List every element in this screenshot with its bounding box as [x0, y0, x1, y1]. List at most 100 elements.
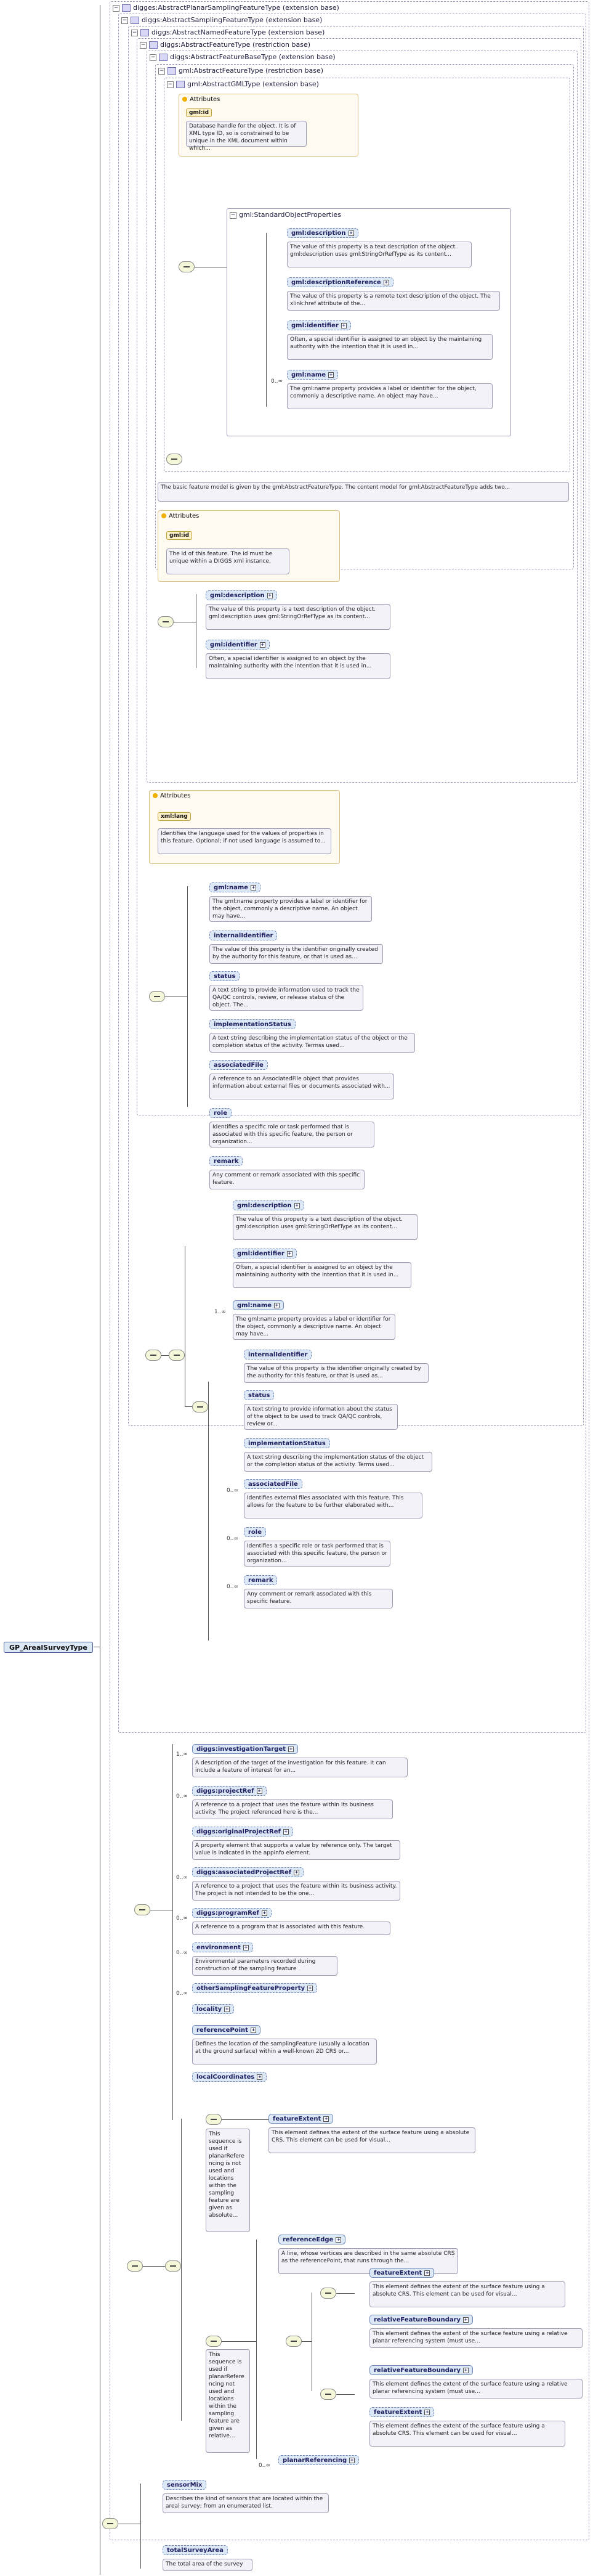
feature-extent-text: This element defines the extent of the s… — [268, 2127, 475, 2153]
container-header[interactable]: −digges:AbstractPlanarSamplingFeatureTyp… — [113, 4, 339, 12]
element-reference-point[interactable]: referencePoint+ — [192, 2025, 260, 2035]
container-header[interactable]: −gml:AbstractGMLType (extension base) — [167, 80, 319, 88]
connector — [172, 1744, 173, 2120]
attribute-icon — [161, 513, 166, 518]
group-header[interactable]: −gml:StandardObjectProperties — [230, 211, 341, 219]
attributes-header[interactable]: Attributes — [182, 96, 220, 103]
relative-sequence-text: This sequence is used if planarRefere nc… — [206, 2349, 250, 2453]
container-header[interactable]: −gml:AbstractFeatureType (restriction ba… — [158, 67, 324, 75]
root-element[interactable]: GP_ArealSurveyType — [4, 1642, 93, 1653]
relative-choice[interactable] — [286, 2336, 302, 2347]
environment-text: Environmental parameters recorded during… — [192, 1956, 337, 1976]
element-gml-description[interactable]: gml:description+ — [287, 228, 358, 238]
feature-remark-text: Any comment or remark associated with th… — [209, 1170, 365, 1189]
multiplicity: 0..∞ — [176, 1950, 188, 1956]
element-feature-base-gml-identifier[interactable]: gml:identifier+ — [206, 640, 270, 650]
connector — [185, 1406, 192, 1407]
feature-base-compositor[interactable] — [158, 616, 174, 627]
gml-description-reference-text: The value of this property is a remote t… — [287, 291, 500, 311]
gml-name-text: The gml:name property provides a label o… — [287, 383, 493, 409]
complex-type-icon — [167, 67, 176, 75]
gml-object-compositor[interactable] — [179, 261, 195, 272]
connector — [336, 2394, 355, 2395]
element-planar-referencing[interactable]: planarReferencing+ — [278, 2455, 360, 2465]
element-named-remark[interactable]: remark — [244, 1575, 278, 1585]
multiplicity: 0..∞ — [227, 1536, 238, 1542]
planar-compositor[interactable] — [127, 2260, 143, 2272]
element-gml-identifier[interactable]: gml:identifier+ — [287, 320, 351, 330]
element-feature-extent[interactable]: featureExtent+ — [268, 2114, 334, 2124]
relative-sequence[interactable] — [206, 2336, 222, 2347]
element-relative-feature-boundary-b[interactable]: relativeFeatureBoundary+ — [369, 2365, 474, 2375]
absolute-sequence[interactable] — [206, 2114, 222, 2125]
feature-gml-name-text: The gml:name property provides a label o… — [209, 896, 372, 922]
element-locality[interactable]: locality+ — [192, 2004, 235, 2014]
connector — [302, 2341, 312, 2342]
element-relative-feature-boundary-a[interactable]: relativeFeatureBoundary+ — [369, 2315, 474, 2325]
investigation-target-text: A description of the target of the inves… — [192, 1758, 408, 1777]
element-feature-role[interactable]: role — [209, 1108, 232, 1118]
element-feature-internal-identifier[interactable]: internalIdentifier — [209, 931, 278, 940]
element-gml-name[interactable]: gml:name+ — [287, 370, 339, 380]
complex-type-icon — [176, 81, 185, 88]
container-header[interactable]: −diggs:AbstractFeatureBaseType (extensio… — [150, 53, 336, 61]
container-header[interactable]: −diggs:AbstractNamedFeatureType (extensi… — [131, 28, 325, 36]
gml-feature-compositor[interactable] — [166, 454, 182, 465]
container-header[interactable]: −diggs:AbstractSamplingFeatureType (exte… — [121, 16, 323, 24]
element-feature-base-gml-description[interactable]: gml:description+ — [206, 590, 277, 600]
named-gml-name-text: The gml:name property provides a label o… — [233, 1314, 395, 1340]
attributes-header[interactable]: Attributes — [161, 513, 199, 520]
areal-survey-compositor[interactable] — [102, 2518, 118, 2529]
element-feature-implementation-status[interactable]: implementationStatus — [209, 1019, 296, 1029]
element-investigation-target[interactable]: diggs:investigationTarget+ — [192, 1744, 298, 1754]
element-named-status[interactable]: status — [244, 1390, 275, 1400]
element-associated-project-ref[interactable]: diggs:associatedProjectRef+ — [192, 1867, 304, 1877]
named-status-text: A text string to provide information abo… — [244, 1404, 398, 1430]
planar-choice[interactable] — [165, 2260, 181, 2272]
element-relative-feature-extent-b[interactable]: featureExtent+ — [369, 2407, 435, 2417]
multiplicity: 0..∞ — [227, 1488, 238, 1494]
relative-sequence-a[interactable] — [320, 2288, 336, 2299]
element-sensor-mix[interactable]: sensorMix — [163, 2480, 207, 2490]
named-feature-compositor[interactable] — [145, 1350, 161, 1361]
feature-base-gml-identifier-text: Often, a special identifier is assigned … — [206, 653, 390, 679]
element-other-sampling-feature-property[interactable]: otherSamplingFeatureProperty+ — [192, 1983, 318, 1993]
gml-id-description: Database handle for the object. It is of… — [186, 121, 307, 152]
element-feature-gml-name[interactable]: gml:name+ — [209, 882, 261, 892]
element-gml-description-reference[interactable]: gml:descriptionReference+ — [287, 277, 393, 287]
feature-base-gml-id-attribute[interactable]: gml:id — [166, 531, 193, 540]
named-internal-identifier-text: The value of this property is the identi… — [244, 1363, 429, 1383]
complex-type-icon — [131, 17, 139, 24]
element-feature-remark[interactable]: remark — [209, 1156, 243, 1166]
element-named-associated-file[interactable]: associatedFile — [244, 1479, 302, 1489]
element-project-ref[interactable]: diggs:projectRef+ — [192, 1786, 267, 1796]
container-header[interactable]: −diggs:AbstractFeatureType (restriction … — [140, 41, 311, 49]
gml-id-attribute[interactable]: gml:id — [186, 108, 212, 117]
element-program-ref[interactable]: diggs:programRef+ — [192, 1908, 272, 1918]
relative-sequence-b[interactable] — [320, 2389, 336, 2400]
named-feature-sequence[interactable] — [192, 1401, 208, 1412]
connector — [222, 2341, 256, 2342]
element-named-role[interactable]: role — [244, 1527, 267, 1537]
feature-compositor[interactable] — [149, 991, 165, 1002]
element-named-gml-identifier[interactable]: gml:identifier+ — [233, 1249, 297, 1258]
named-feature-choice[interactable] — [169, 1350, 185, 1361]
attributes-header[interactable]: Attributes — [153, 793, 190, 799]
element-named-implementation-status[interactable]: implementationStatus — [244, 1438, 330, 1448]
element-reference-edge[interactable]: referenceEdge+ — [278, 2235, 346, 2244]
element-total-survey-area[interactable]: totalSurveyArea — [163, 2545, 228, 2555]
element-relative-feature-extent-a[interactable]: featureExtent+ — [369, 2268, 435, 2278]
element-environment[interactable]: environment+ — [192, 1942, 253, 1952]
element-feature-status[interactable]: status — [209, 971, 240, 981]
named-associated-file-text: Identifies external files associated wit… — [244, 1493, 422, 1518]
element-named-internal-identifier[interactable]: internalIdentifier — [244, 1350, 312, 1359]
element-original-project-ref[interactable]: diggs:originalProjectRef+ — [192, 1827, 293, 1836]
element-feature-associated-file[interactable]: associatedFile — [209, 1060, 268, 1070]
multiplicity: 0..∞ — [176, 1793, 188, 1800]
element-local-coordinates[interactable]: localCoordinates+ — [192, 2072, 267, 2082]
element-named-gml-name[interactable]: gml:name+ — [233, 1300, 284, 1310]
element-named-gml-description[interactable]: gml:description+ — [233, 1200, 304, 1210]
xml-lang-attribute[interactable]: xml:lang — [158, 812, 191, 821]
sampling-feature-compositor[interactable] — [134, 1904, 150, 1915]
absolute-sequence-text: This sequence is used if planarRefere nc… — [206, 2129, 250, 2232]
